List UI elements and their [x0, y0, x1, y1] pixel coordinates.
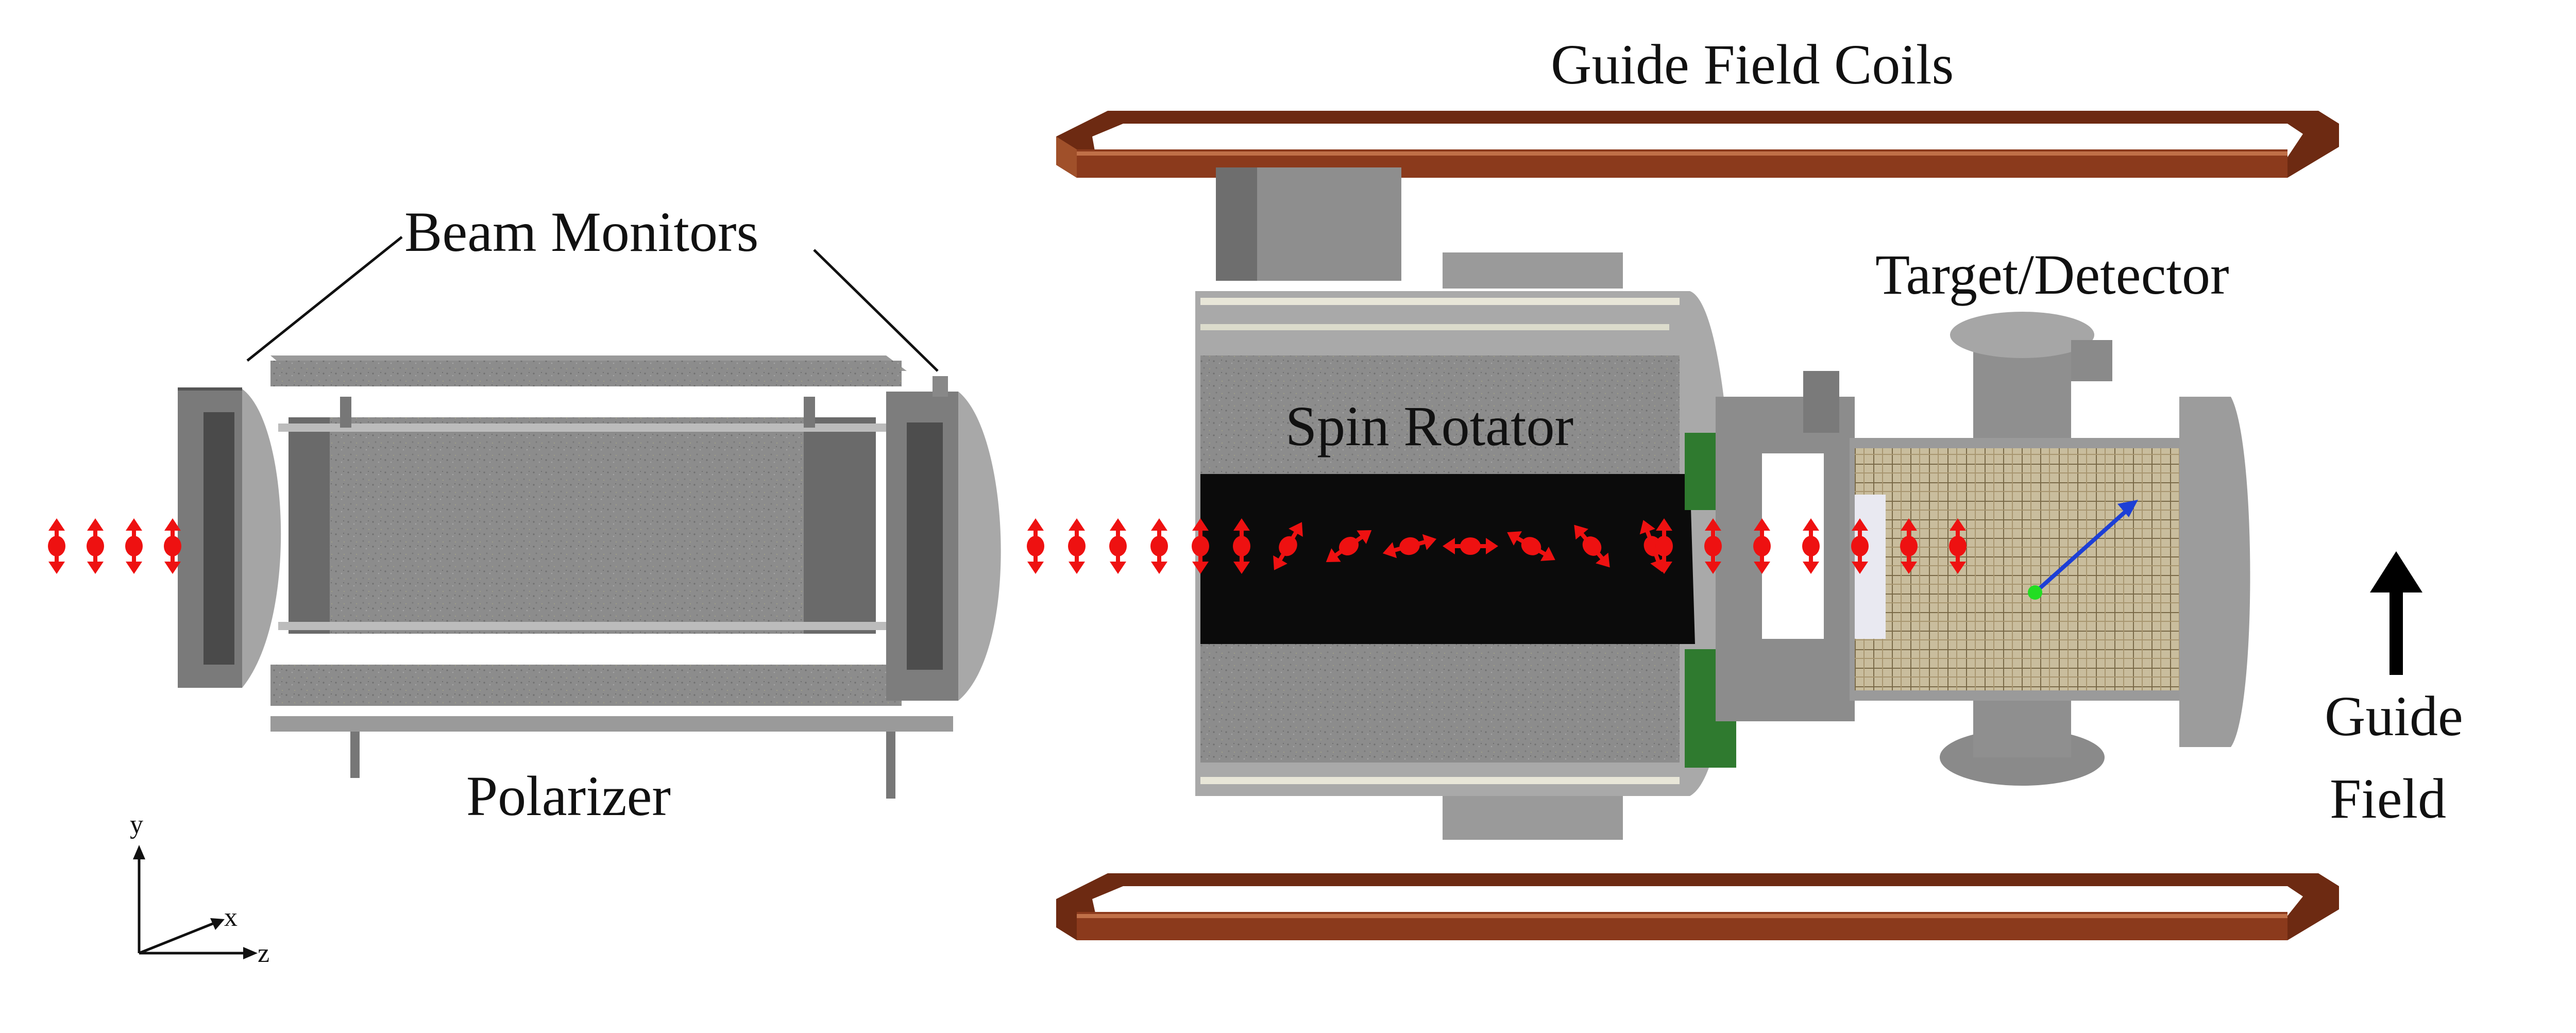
spin-arrow	[1326, 530, 1372, 562]
spin-arrow	[164, 518, 181, 574]
target-detector	[1716, 312, 2250, 786]
spin-arrow	[1443, 537, 1498, 555]
spin-arrow	[87, 518, 104, 574]
spin-arrow	[1027, 518, 1044, 574]
spin-arrow	[1704, 518, 1722, 574]
spin-arrow	[1382, 534, 1437, 558]
axis-z-label: z	[258, 939, 270, 968]
spin-rotator	[1195, 167, 1736, 840]
polarizer-body	[270, 355, 953, 799]
polarizer-label: Polarizer	[466, 765, 671, 827]
axis-y-label: y	[130, 810, 143, 839]
beam-monitor-upstream	[178, 387, 281, 688]
guide-field-label-line1: Guide	[2325, 685, 2463, 748]
guide-field-label-line2: Field	[2330, 767, 2447, 830]
spin-arrow	[1068, 518, 1086, 574]
spin-arrow	[1753, 518, 1771, 574]
spin-arrow	[1109, 518, 1127, 574]
spin-rotator-label: Spin Rotator	[1285, 395, 1574, 458]
spin-arrow	[48, 518, 65, 574]
beam-monitors-label: Beam Monitors	[404, 200, 759, 263]
axis-x-label: x	[224, 903, 238, 932]
spin-arrow	[1192, 518, 1209, 574]
guide-field-coil-bottom	[1056, 873, 2339, 940]
guide-field-arrow	[2370, 551, 2422, 675]
target-detector-label: Target/Detector	[1875, 243, 2229, 306]
spin-arrow-group	[48, 518, 1967, 574]
spin-arrow	[1150, 518, 1168, 574]
spin-arrow	[1273, 522, 1303, 570]
spin-arrow	[1851, 518, 1869, 574]
spin-arrow	[1233, 518, 1250, 574]
beam-monitor-downstream	[886, 376, 1001, 701]
beam-monitor-leader-lines	[246, 236, 939, 372]
spin-arrow	[1802, 518, 1820, 574]
spin-arrow	[1574, 524, 1610, 568]
spin-arrow	[125, 518, 143, 574]
spin-arrow	[1655, 518, 1673, 574]
coordinate-axes	[133, 845, 258, 959]
guide-field-coils-label: Guide Field Coils	[1551, 33, 1954, 96]
spin-arrow	[1900, 518, 1918, 574]
spin-arrow	[1949, 518, 1967, 574]
spin-arrow	[1507, 531, 1555, 561]
